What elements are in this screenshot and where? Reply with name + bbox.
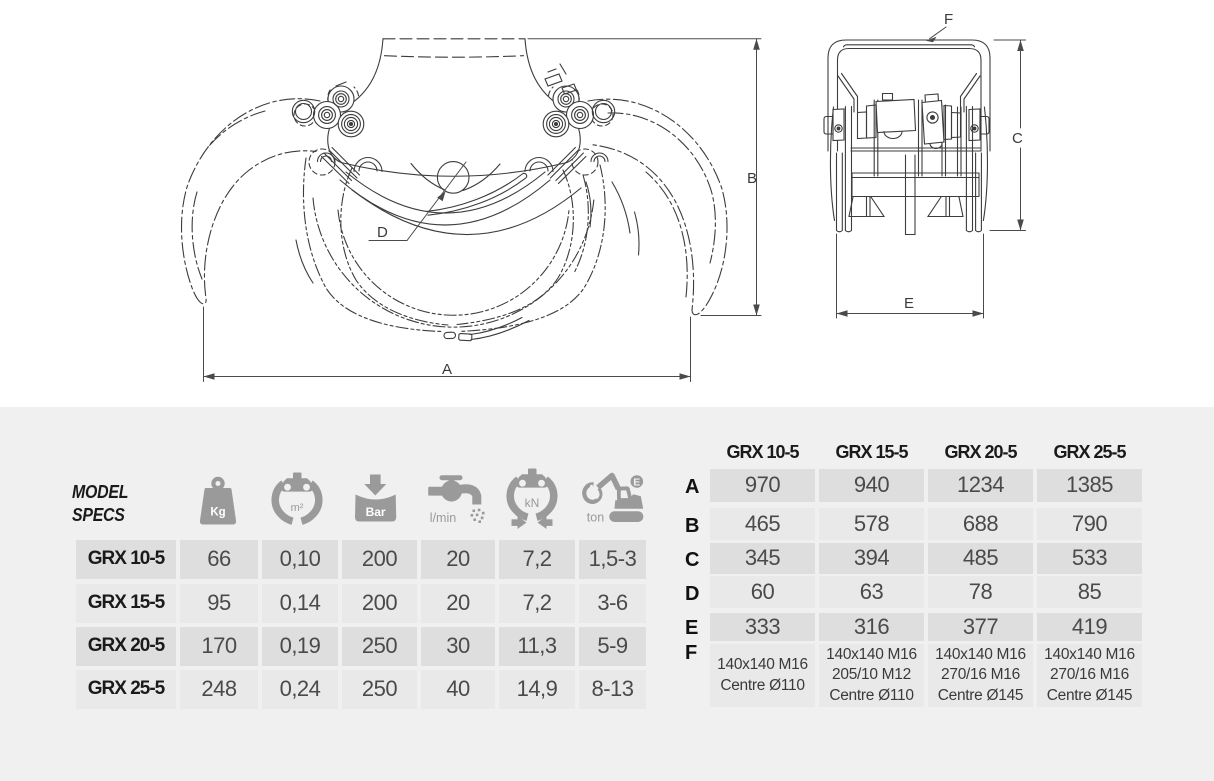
svg-text:C: C — [1012, 130, 1023, 147]
svg-text:Bar: Bar — [366, 505, 386, 519]
svg-text:D: D — [377, 224, 388, 241]
svg-text:A: A — [442, 361, 452, 378]
svg-text:m²: m² — [291, 502, 304, 514]
svg-text:Kg: Kg — [210, 507, 225, 519]
svg-text:B: B — [747, 170, 757, 187]
svg-text:ton: ton — [587, 511, 604, 525]
svg-text:F: F — [944, 11, 953, 28]
svg-text:E: E — [633, 477, 640, 489]
svg-text:l/min: l/min — [430, 511, 456, 525]
svg-text:kN: kN — [525, 496, 540, 510]
svg-text:E: E — [904, 295, 914, 312]
